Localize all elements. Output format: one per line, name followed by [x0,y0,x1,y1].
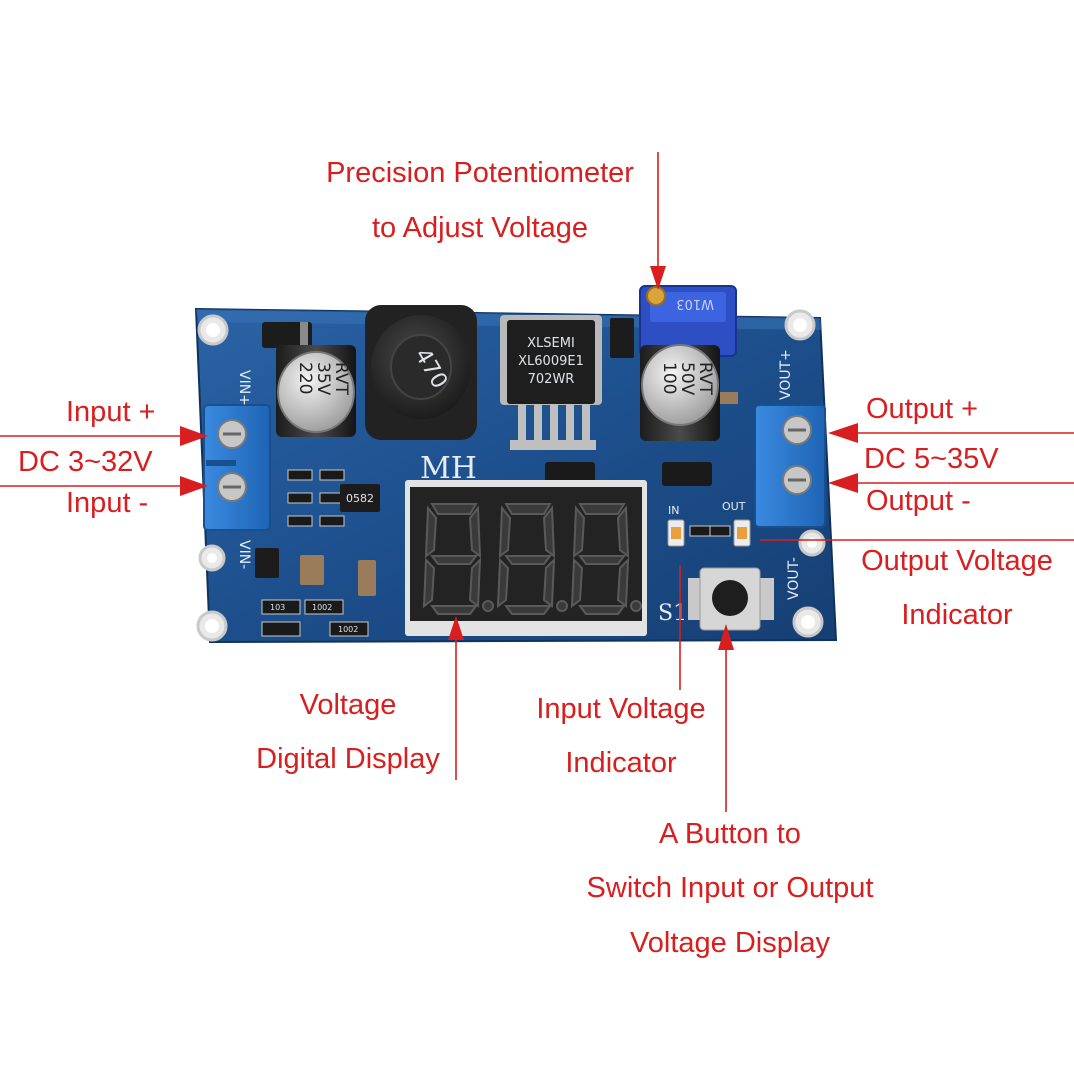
output-terminal-block [754,404,826,528]
smd-components: 0582 103 1002 1002 [255,318,738,637]
potentiometer-label-line1: Precision Potentiometer [326,157,634,189]
small-regulator-marking: 0582 [346,492,374,505]
cap-in-series: RVT [331,362,351,396]
pointer-lines [0,152,1074,812]
vout-plus-silk: VOUT+ [778,349,794,400]
input-terminal-block [203,404,271,531]
in-led-silk: IN [668,504,679,517]
potentiometer: W103 [639,285,737,357]
vin-plus-silk: VIN+ [236,370,252,406]
ic-part: XL6009E1 [518,354,584,369]
resistor-3-marking: 1002 [338,625,358,634]
input-indicator-label-line1: Input Voltage [536,693,705,725]
regulator-ic: XLSEMI XL6009E1 702WR [500,315,602,450]
output-indicator-label-line1: Output Voltage [861,545,1053,577]
cap-in-value: 220 [295,362,315,394]
push-button [688,567,774,631]
vin-minus-silk: VIN- [236,540,252,569]
cap-out-value: 100 [659,362,679,394]
out-led-silk: OUT [722,500,746,513]
potentiometer-label-line2: to Adjust Voltage [372,212,588,244]
switch-silk: S1 [658,601,687,626]
output-indicator-label-line2: Indicator [901,599,1013,631]
output-minus-label: Output - [866,485,971,517]
ic-code: 702WR [528,372,575,387]
output-range-label: DC 5~35V [864,443,999,475]
vout-minus-silk: VOUT- [786,557,802,600]
ic-brand: XLSEMI [527,336,575,351]
output-plus-label: Output + [866,393,978,425]
resistor-1-marking: 103 [270,603,285,612]
digital-display-label-line1: Voltage [300,689,397,721]
out-led [733,519,751,547]
in-led [667,519,685,547]
digital-display-label-line2: Digital Display [256,743,440,775]
input-minus-label: Input - [66,487,148,519]
pointer-arrowheads [180,266,858,650]
cap-in-voltage: 35V [313,362,333,396]
input-range-label: DC 3~32V [18,446,153,478]
cap-out-series: RVT [695,362,715,396]
button-label-line2: Switch Input or Output [587,872,874,904]
diode [262,322,312,348]
input-plus-label: Input + [66,396,156,428]
resistor-2-marking: 1002 [312,603,332,612]
button-label-line1: A Button to [659,818,801,850]
cap-out-voltage: 50V [677,362,697,396]
pot-marking: W103 [676,296,714,311]
input-indicator-label-line2: Indicator [565,747,677,779]
input-capacitor: 220 35V RVT [276,345,356,437]
seven-segment-display [405,480,647,636]
mounting-holes [196,309,826,642]
inductor: 470 [365,305,477,440]
button-label-line3: Voltage Display [630,927,830,959]
output-capacitor: 100 50V RVT [640,344,720,441]
